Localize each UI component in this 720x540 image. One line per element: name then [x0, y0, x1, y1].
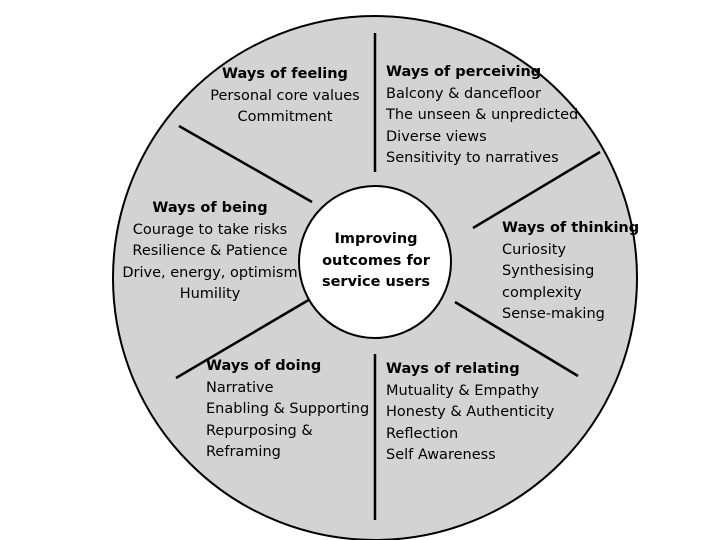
section-item: Curiosity [502, 241, 567, 258]
section-item: The unseen & unpredicted [386, 107, 579, 123]
section-heading: Ways of being [152, 200, 268, 216]
section-item: Reflection [386, 425, 459, 442]
center-label: Improving outcomes for service users [316, 229, 436, 294]
section-ways-of-doing: Ways of doing Narrative Enabling & Suppo… [206, 356, 369, 464]
section-item: Commitment [237, 109, 333, 125]
section-item: Drive, energy, optimism [122, 264, 298, 281]
section-item: Narrative [206, 379, 274, 396]
section-heading: Ways of doing [206, 358, 322, 374]
section-item: Sense-making [502, 306, 605, 322]
center-line-2: outcomes for [322, 252, 430, 269]
section-item: Sensitivity to narratives [386, 150, 559, 166]
divider-upper-left [178, 124, 313, 204]
section-heading: Ways of feeling [222, 66, 348, 82]
section-ways-of-feeling: Ways of feeling Personal core values Com… [190, 64, 380, 129]
section-item: Enabling & Supporting [206, 401, 370, 417]
section-ways-of-perceiving: Ways of perceiving Balcony & dancefloor … [386, 62, 578, 170]
section-item: Mutuality & Empathy [386, 382, 540, 399]
section-item: Humility [179, 286, 241, 302]
section-heading: Ways of perceiving [386, 64, 542, 80]
divider-upper-right [472, 150, 601, 230]
section-ways-of-relating: Ways of relating Mutuality & Empathy Hon… [386, 359, 554, 467]
section-item: Resilience & Patience [132, 243, 288, 259]
section-item: Diverse views [386, 128, 487, 145]
section-item: Reframing [206, 444, 281, 460]
divider-lower-right [454, 300, 579, 378]
center-circle [298, 185, 452, 339]
section-item: Self Awareness [386, 447, 496, 463]
section-ways-of-thinking: Ways of thinking Curiosity Synthesising … [502, 218, 639, 326]
center-line-1: Improving [334, 231, 418, 247]
center-line-3: service users [321, 274, 431, 290]
section-item: Repurposing & [206, 422, 313, 439]
section-item: Balcony & dancefloor [386, 85, 542, 102]
section-item: Courage to take risks [132, 221, 288, 238]
section-item: Honesty & Authenticity [386, 404, 555, 420]
section-heading: Ways of thinking [502, 220, 640, 236]
divider-lower-left [175, 296, 313, 380]
section-item: Synthesising [502, 263, 595, 279]
section-heading: Ways of relating [386, 361, 520, 377]
section-ways-of-being: Ways of being Courage to take risks Resi… [118, 198, 302, 306]
section-item: Personal core values [210, 87, 360, 104]
section-item: complexity [502, 284, 582, 301]
